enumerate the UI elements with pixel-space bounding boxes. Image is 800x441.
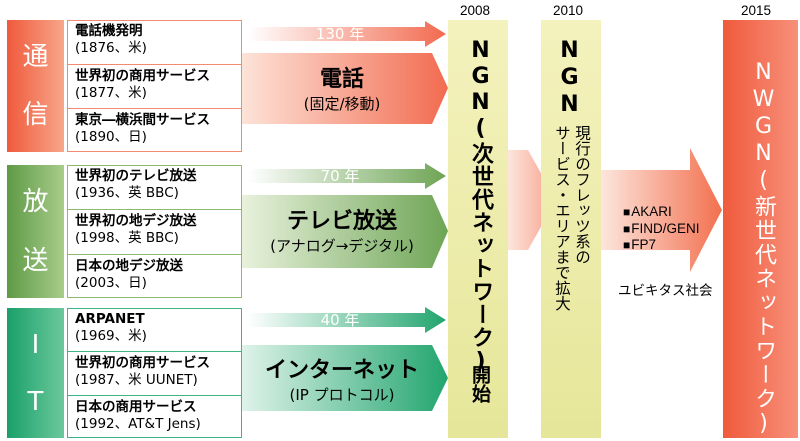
arrow-subtitle: (アナログ→デジタル) [270,237,414,255]
history-item-name: ARPANET [75,311,145,327]
arrow-label-tsushin: 電話 (固定/移動) [262,66,422,114]
history-item: 日本の地デジ放送 (2003、日) [67,254,242,298]
history-item-detail: (1936、英 BBC) [75,185,179,201]
history-item-name: 世界初のテレビ放送 [75,168,197,184]
category-char: T [27,386,44,417]
project-item: AKARI [623,204,700,221]
history-item-name: 東京―横浜間サービス [75,112,210,128]
group-frame-tsushin [67,20,242,152]
history-item-detail: (1969、米) [75,328,147,344]
arrow-subtitle: (IP プロトコル) [289,386,395,404]
arrow-title: 電話 [319,67,364,92]
arrow-title: テレビ放送 [286,209,397,234]
arrow-subtitle: (固定/移動) [303,95,381,113]
category-char: 通 [22,42,49,72]
gap-label-tsushin: 130 年 [315,25,365,43]
category-it: I T [7,308,64,438]
history-item-name: 世界初の商用サービス [75,68,210,84]
nwgn-title: NWGN(新世代ネットワーク) [751,60,776,438]
group-frame-hoso [67,165,242,298]
history-item-name: 世界初の商用サービス [75,355,210,371]
history-item: 世界初の商用サービス (1877、米) [67,64,242,108]
group-frame-it [67,308,242,438]
ngn-2010-title: NGN [557,38,582,119]
arrow-tsushin [242,53,448,124]
arrow-it [242,345,448,411]
category-char: I [31,329,40,360]
history-item-name: 世界初の地デジ放送 [75,213,197,229]
history-item: 東京―横浜間サービス (1890、日) [67,108,242,152]
history-item-detail: (1998、英 BBC) [75,230,179,246]
arrow-label-hoso: テレビ放送 (アナログ→デジタル) [242,208,442,256]
history-item: 世界初の地デジ放送 (1998、英 BBC) [67,209,242,254]
research-projects-list: AKARI FIND/GENI FP7 [623,204,700,254]
history-item: 電話機発明 (1876、米) [67,20,242,64]
category-char: 放 [22,187,49,218]
ngn-2010-desc-1: 現行のフレッツ系の [573,125,591,265]
gap-arrow-hoso [248,163,446,189]
history-item-name: 電話機発明 [75,23,143,39]
arrow-title: インターネット [264,358,419,383]
year-2008: 2008 [460,3,491,18]
project-item: FIND/GENI [623,221,699,238]
history-item-name: 日本の商用サービス [75,399,197,415]
history-item-detail: (1992、AT&T Jens) [75,416,201,432]
nwgn-2015-column: NWGN(新世代ネットワーク) [723,20,798,438]
project-item: FP7 [623,237,700,254]
arrow-hoso [242,195,448,268]
ubiquitous-society-label: ユビキタス社会 [618,283,713,299]
history-item-detail: (1876、米) [75,40,147,56]
history-item-name: 日本の地デジ放送 [75,258,183,274]
gap-arrow-it [248,307,446,333]
history-item-detail: (1877、米) [75,85,147,101]
ngn-2008-title: NGN(次世代ネットワーク) [468,38,493,375]
year-2010: 2010 [553,3,584,18]
history-item-detail: (1987、米 UUNET) [75,372,198,388]
ngn-2008-column: NGN(次世代ネットワーク) 開始 [448,20,508,438]
ngn-2008-start: 開始 [469,365,491,403]
history-item-detail: (1890、日) [75,129,147,145]
category-tsushin: 通 信 [7,20,64,152]
history-item: 世界初の商用サービス (1987、米 UUNET) [67,351,242,395]
history-item: 日本の商用サービス (1992、AT&T Jens) [67,395,242,438]
gap-arrow-tsushin [248,21,446,47]
gap-label-hoso: 70 年 [320,167,360,185]
category-char: 送 [22,245,49,276]
year-2015: 2015 [741,3,772,18]
gap-label-it: 40 年 [320,311,360,329]
ngn-2010-column: NGN 現行のフレッツ系の サービス・エリアまで拡大 [541,20,601,438]
chevron-2008-2010 [508,150,556,250]
history-item-detail: (2003、日) [75,275,147,291]
history-item: 世界初のテレビ放送 (1936、英 BBC) [67,165,242,209]
history-item: ARPANET (1969、米) [67,308,242,351]
ngn-2010-desc-2: サービス・エリアまで拡大 [553,125,571,311]
category-hoso: 放 送 [7,165,64,298]
arrow-label-it: インターネット (IP プロトコル) [252,357,432,405]
category-char: 信 [22,100,49,130]
